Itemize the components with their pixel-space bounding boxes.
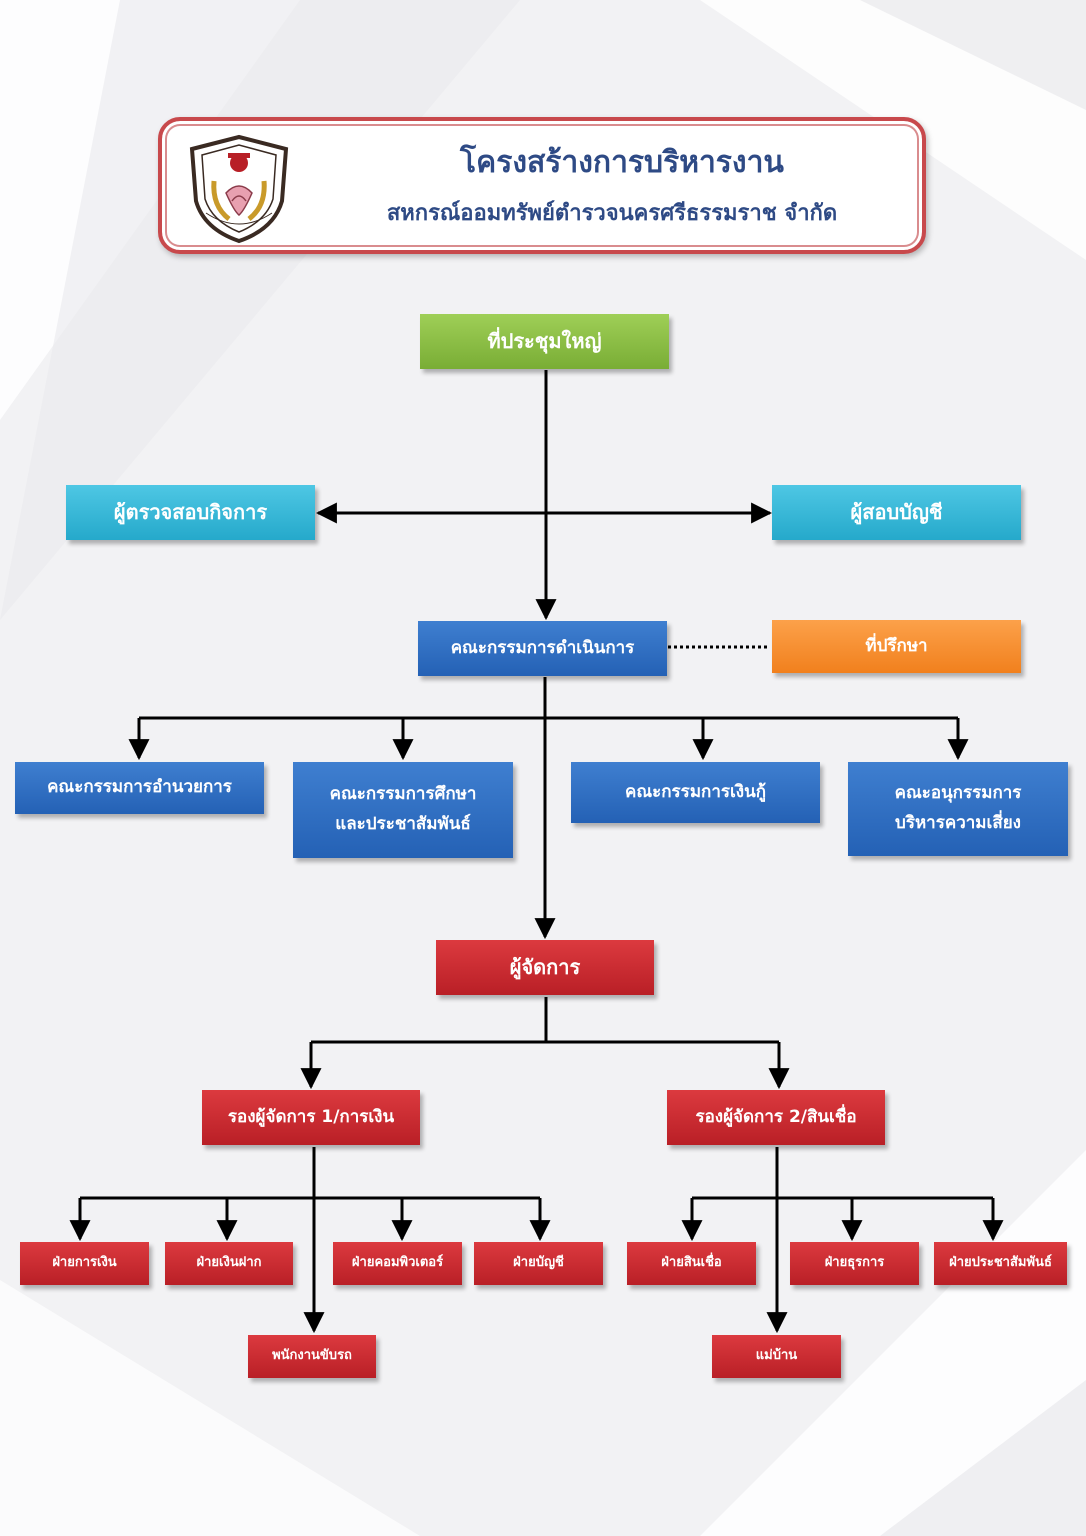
node-advisor: ที่ปรึกษา (772, 620, 1021, 673)
node-dept-credit: ฝ่ายสินเชื่อ (627, 1242, 756, 1285)
node-dept-admin: ฝ่ายธุรการ (790, 1242, 919, 1285)
node-general-meeting: ที่ประชุมใหญ่ (420, 314, 669, 369)
node-dept-finance: ฝ่ายการเงิน (20, 1242, 149, 1285)
node-subcommittee-risk: คณะอนุกรรมการบริหารความเสี่ยง (848, 762, 1068, 856)
node-committee-education: คณะกรรมการศึกษาและประชาสัมพันธ์ (293, 762, 513, 858)
node-committee-loan: คณะกรรมการเงินกู้ (571, 762, 820, 823)
node-housekeeper: แม่บ้าน (712, 1335, 841, 1378)
node-dept-computer: ฝ่ายคอมพิวเตอร์ (333, 1242, 462, 1285)
node-deputy-credit: รองผู้จัดการ 2/สินเชื่อ (667, 1090, 885, 1145)
node-manager: ผู้จัดการ (436, 940, 654, 995)
cooperative-emblem-icon (189, 134, 289, 244)
node-dept-pr: ฝ่ายประชาสัมพันธ์ (934, 1242, 1067, 1285)
node-dept-accounting: ฝ่ายบัญชี (474, 1242, 603, 1285)
node-driver: พนักงานขับรถ (248, 1335, 376, 1378)
node-auditor: ผู้สอบบัญชี (772, 485, 1021, 540)
page-title: โครงสร้างการบริหารงาน (460, 145, 784, 180)
node-committee-admin: คณะกรรมการอำนวยการ (15, 762, 264, 814)
page-subtitle: สหกรณ์ออมทรัพย์ตำรวจนครศรีธรรมราช จำกัด (386, 201, 838, 226)
node-board: คณะกรรมการดำเนินการ (418, 621, 667, 676)
node-inspector: ผู้ตรวจสอบกิจการ (66, 485, 315, 540)
node-dept-deposit: ฝ่ายเงินฝาก (165, 1242, 293, 1285)
node-deputy-finance: รองผู้จัดการ 1/การเงิน (202, 1090, 420, 1145)
header-card: โครงสร้างการบริหารงาน สหกรณ์ออมทรัพย์ตำร… (158, 117, 926, 254)
